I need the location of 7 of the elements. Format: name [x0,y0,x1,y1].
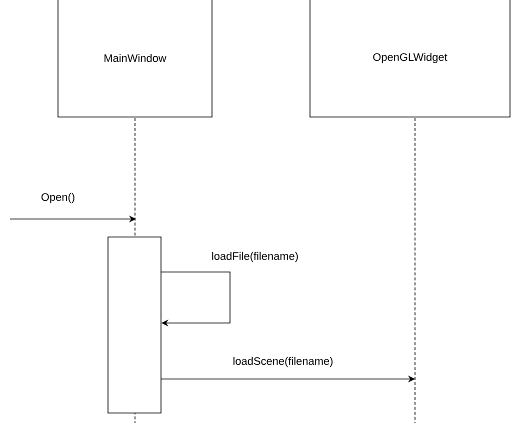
edge-label: loadFile(filename) [210,250,300,264]
edge-label: loadScene(filename) [232,356,334,368]
participant-box: MainWindow [58,0,212,118]
edge-label: Open() [40,192,76,204]
participant-box: OpenGLWidget [310,0,510,118]
arrow [161,272,230,327]
activation-bar [108,236,162,414]
